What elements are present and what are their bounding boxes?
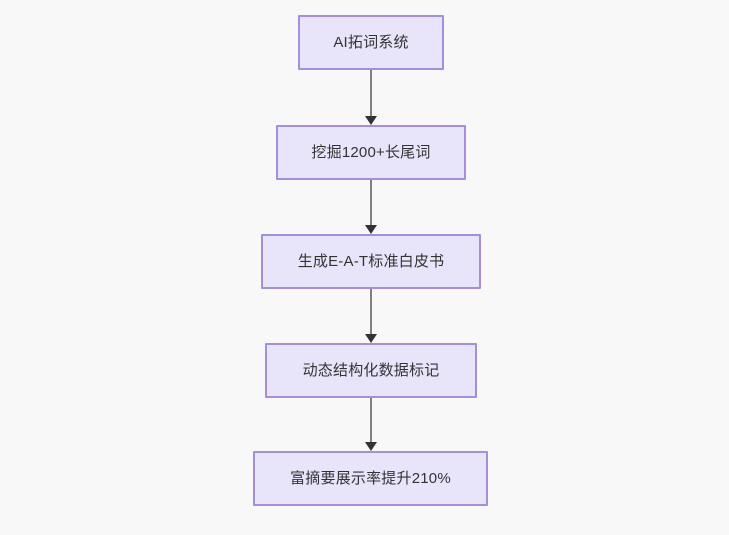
arrow-down-icon bbox=[365, 334, 377, 343]
flow-edge-line bbox=[370, 180, 372, 226]
flow-node-label: AI拓词系统 bbox=[333, 33, 409, 51]
flow-node-mine-longtail-keywords[interactable]: 挖掘1200+长尾词 bbox=[276, 125, 466, 180]
flow-node-label: 富摘要展示率提升210% bbox=[290, 469, 451, 487]
flow-node-dynamic-structured-data-markup[interactable]: 动态结构化数据标记 bbox=[265, 343, 477, 398]
arrow-down-icon bbox=[365, 225, 377, 234]
flow-edge-line bbox=[370, 398, 372, 443]
arrow-down-icon bbox=[365, 442, 377, 451]
flow-node-generate-eat-whitepaper[interactable]: 生成E-A-T标准白皮书 bbox=[261, 234, 481, 289]
flow-edge-line bbox=[370, 289, 372, 335]
flow-node-rich-snippet-impression-lift[interactable]: 富摘要展示率提升210% bbox=[253, 451, 488, 506]
flow-node-label: 生成E-A-T标准白皮书 bbox=[297, 252, 445, 270]
flow-node-label: 动态结构化数据标记 bbox=[302, 361, 440, 379]
arrow-down-icon bbox=[365, 116, 377, 125]
flow-edge-line bbox=[370, 70, 372, 117]
flow-node-ai-keyword-system[interactable]: AI拓词系统 bbox=[298, 15, 444, 70]
flow-node-label: 挖掘1200+长尾词 bbox=[311, 143, 431, 161]
